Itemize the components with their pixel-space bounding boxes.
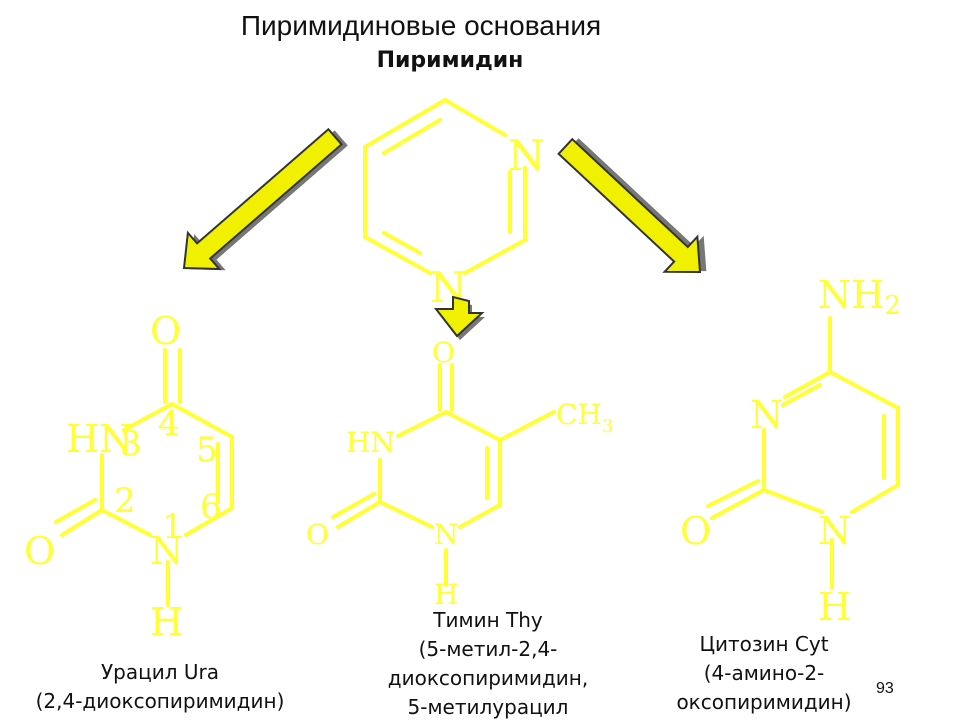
thymine-caption-line4: 5-метилурацил: [407, 695, 569, 719]
cytosine-caption-line2: (4-амино-2-: [703, 661, 825, 685]
arrow-to-thymine-icon: [433, 295, 485, 340]
slide-title: Пиримидиновые основания: [240, 10, 602, 41]
arrow-to-uracil-icon: [182, 127, 348, 271]
uracil-atom-o-top: O: [150, 309, 181, 353]
thymine-atom-h: H: [434, 578, 458, 611]
thymine-atom-o-top: O: [432, 336, 455, 369]
cytosine-nh: NH: [818, 273, 884, 317]
cytosine-atom-h: H: [818, 585, 851, 629]
cytosine-nh2-subscript: 2: [884, 291, 901, 321]
cytosine-atom-o: O: [680, 509, 711, 553]
thymine-caption-line3: диоксопиримидин,: [387, 666, 589, 690]
thymine-atom-hn: HN: [346, 426, 395, 459]
cytosine-caption-line1: Цитозин Cyt: [699, 632, 829, 656]
thymine-caption-line1: Тимин Thy: [433, 608, 543, 632]
thymine-ch3-subscript: 3: [602, 416, 613, 437]
thymine-caption-line2: (5-метил-2,4-: [418, 637, 558, 661]
pyrimidine-atom-n-top: N: [508, 131, 545, 180]
uracil-atom-o-left: O: [24, 529, 55, 573]
uracil-atom-hn: HN: [66, 417, 132, 461]
thymine-atom-o-left: O: [306, 518, 329, 551]
thymine-atom-n: N: [434, 518, 459, 551]
cytosine-atom-n: N: [818, 509, 851, 553]
uracil-structure: [54, 348, 234, 607]
cytosine-caption-line3: оксопиримидин): [676, 690, 852, 714]
arrow-to-cytosine-icon: [557, 137, 707, 274]
uracil-num-2: 2: [114, 481, 136, 521]
uracil-num-3: 3: [120, 424, 142, 464]
thymine-structure: [331, 363, 556, 587]
uracil-num-4: 4: [158, 404, 180, 444]
page-number: 93: [876, 680, 894, 697]
uracil-num-6: 6: [200, 487, 222, 527]
uracil-num-1: 1: [162, 507, 184, 547]
cytosine-atom-n-left: N: [750, 393, 783, 437]
pyrimidine-structure: [363, 98, 527, 275]
uracil-caption-line2: (2,4-диоксопиримидин): [35, 689, 285, 713]
uracil-atom-h: H: [150, 600, 183, 644]
uracil-num-5: 5: [196, 430, 218, 470]
thymine-caption: Тимин Thy (5-метил-2,4- диоксопиримидин,…: [356, 606, 620, 722]
cytosine-structure: [706, 316, 900, 590]
cytosine-atom-nh2: NH2: [818, 273, 901, 321]
thymine-atom-ch3: CH3: [556, 398, 613, 437]
uracil-caption-line1: Урацил Ura: [100, 660, 219, 684]
uracil-caption: Урацил Ura (2,4-диоксопиримидин): [0, 658, 320, 716]
cytosine-caption: Цитозин Cyt (4-амино-2- оксопиримидин): [662, 630, 866, 717]
thymine-ch: CH: [556, 398, 602, 431]
slide-subtitle: Пиримидин: [376, 48, 524, 73]
uracil-atom-n: N: [150, 529, 183, 573]
